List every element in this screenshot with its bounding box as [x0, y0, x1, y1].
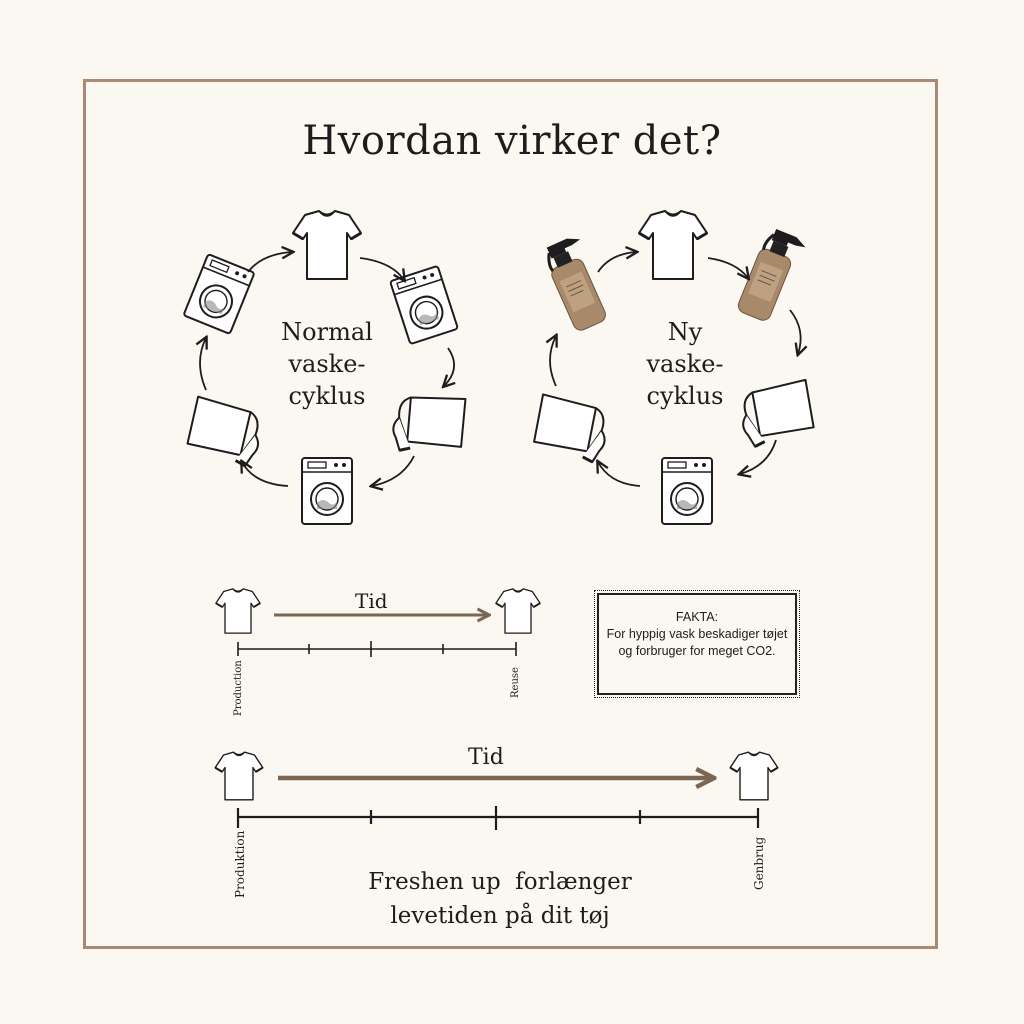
folded-shirt-icon — [738, 377, 817, 449]
tagline-line: Freshen up forlænger — [368, 869, 632, 895]
t-shirt-icon — [291, 209, 363, 281]
end-label: Genbrug — [752, 836, 766, 890]
t-shirt-icon — [214, 751, 264, 801]
end-label: Reuse — [510, 667, 521, 698]
washing-machine-icon — [182, 253, 256, 335]
timeline-axis — [236, 806, 760, 830]
cycle-arrow-icon — [200, 252, 454, 486]
start-label: Produktion — [233, 830, 247, 898]
cycle-arrow-icon — [550, 252, 801, 487]
label-line: Normal — [281, 318, 373, 346]
t-shirt-icon — [729, 751, 779, 801]
timeline-axis — [237, 641, 517, 657]
folded-shirt-icon — [531, 392, 611, 465]
fact-heading: FAKTA: — [675, 610, 719, 624]
fact-box: FAKTA: For hyppig vask beskadiger tøjet … — [594, 590, 800, 698]
fact-body: For hyppig vask beskadiger tøjet og forb… — [606, 627, 788, 658]
label-line: vaske- — [646, 350, 724, 378]
time-label: Tid — [468, 745, 504, 770]
folded-shirt-icon — [184, 394, 266, 469]
time-label: Tid — [355, 589, 388, 613]
washing-machine-icon — [301, 457, 353, 525]
label-line: vaske- — [288, 350, 366, 378]
t-shirt-icon — [637, 209, 709, 281]
right-cycle-label: Ny vaske- cyklus — [620, 316, 750, 412]
page-frame — [83, 79, 938, 949]
tagline: Freshen up forlænger levetiden på dit tø… — [320, 865, 680, 933]
t-shirt-icon — [214, 587, 262, 635]
folded-shirt-icon — [388, 385, 471, 463]
page-title: Hvordan virker det? — [302, 118, 722, 164]
washing-machine-icon — [389, 264, 459, 346]
left-cycle-label: Normal vaske- cyklus — [262, 316, 392, 412]
tagline-line: levetiden på dit tøj — [390, 903, 610, 929]
label-line: cyklus — [288, 382, 366, 410]
spray-bottle-icon — [538, 232, 616, 335]
label-line: Ny — [667, 318, 703, 346]
t-shirt-icon — [494, 587, 542, 635]
washing-machine-icon — [661, 457, 713, 525]
start-label: Production — [233, 660, 244, 716]
label-line: cyklus — [646, 382, 724, 410]
